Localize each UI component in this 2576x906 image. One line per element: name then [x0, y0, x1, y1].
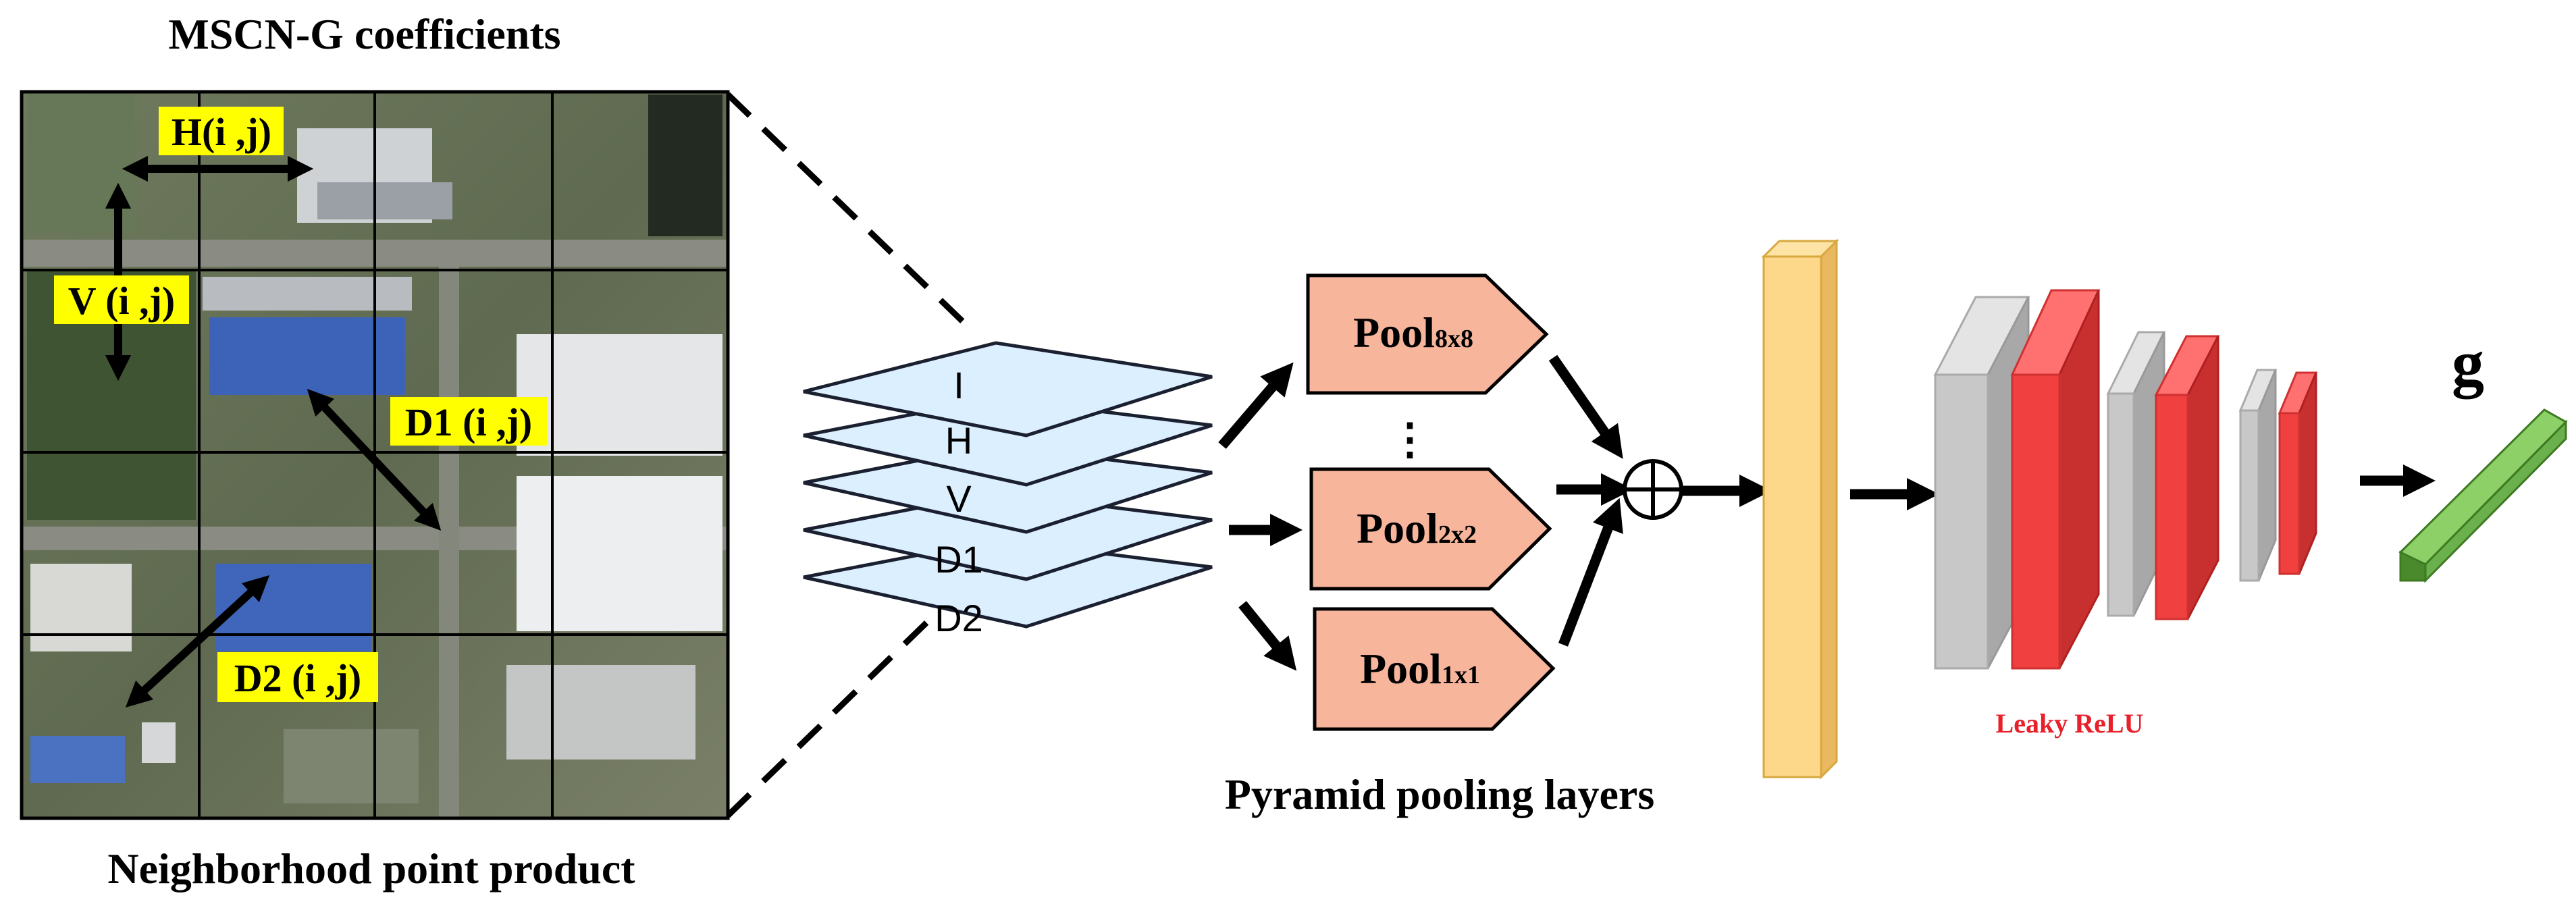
layer-label-v: V [946, 477, 972, 520]
caption-leaky-relu: Leaky ReLU [1996, 708, 2144, 739]
output-label-g: g [2452, 327, 2484, 399]
caption-pyramid-pooling-layers: Pyramid pooling layers [1225, 770, 1654, 818]
pool-8x8-sub: 8x8 [1435, 325, 1473, 353]
layer-i-plane [803, 341, 1213, 437]
pool-ellipsis: ⋮ [1388, 415, 1431, 463]
pool-block-1x1: Pool1x1 [1313, 607, 1556, 731]
layer-label-d1: D1 [935, 538, 983, 581]
cnn-blocks [1933, 289, 2318, 670]
layer-label-h: H [945, 419, 972, 462]
neighbor-arrows [105, 155, 442, 708]
feature-vector [1761, 238, 1839, 780]
feature-layer-labels: I H V D1 D2 [935, 364, 983, 639]
activation-block-3 [2278, 371, 2318, 575]
feature-layer-stack [803, 341, 1213, 629]
pool-block-8x8: Pool8x8 [1306, 273, 1549, 395]
conv-block-1 [1933, 296, 2030, 670]
svg-text:Pool1x1: Pool1x1 [1360, 645, 1480, 693]
pool-2x2-sub: 2x2 [1438, 521, 1477, 549]
caption-neighborhood-point-product: Neighborhood point product [107, 845, 635, 892]
activation-block-2 [2154, 335, 2220, 620]
concatenation-sum-node [1623, 459, 1683, 520]
label-v: V (i ,j) [68, 279, 175, 323]
svg-text:Pool2x2: Pool2x2 [1357, 504, 1477, 552]
pool-1x1-sub: 1x1 [1442, 661, 1480, 689]
pool-block-2x2: Pool2x2 [1309, 467, 1552, 591]
pool-to-sum-arrows [1548, 354, 1634, 647]
label-d1: D1 (i ,j) [405, 400, 532, 444]
pool-2x2-base: Pool [1357, 504, 1438, 552]
conv-block-3 [2238, 369, 2278, 582]
label-d2: D2 (i ,j) [234, 656, 361, 700]
svg-text:Pool8x8: Pool8x8 [1353, 309, 1473, 356]
neighbor-labels: H(i ,j) V (i ,j) D1 (i ,j) D2 (i ,j) [54, 107, 547, 702]
pool-8x8-base: Pool [1353, 309, 1435, 356]
title-mscn-g-coefficients: MSCN-G coefficients [168, 10, 560, 58]
label-h: H(i ,j) [172, 110, 271, 154]
layer-label-d2: D2 [935, 597, 983, 639]
activation-block-1 [2010, 289, 2101, 670]
layer-label-i: I [953, 364, 964, 406]
diagonal1-neighbor-arrow [307, 389, 442, 531]
projection-lines [725, 92, 975, 818]
pool-1x1-base: Pool [1360, 645, 1442, 693]
diagonal2-neighbor-arrow [125, 575, 270, 708]
stack-to-pool-arrows [1218, 362, 1303, 671]
output-vector [2398, 408, 2568, 583]
